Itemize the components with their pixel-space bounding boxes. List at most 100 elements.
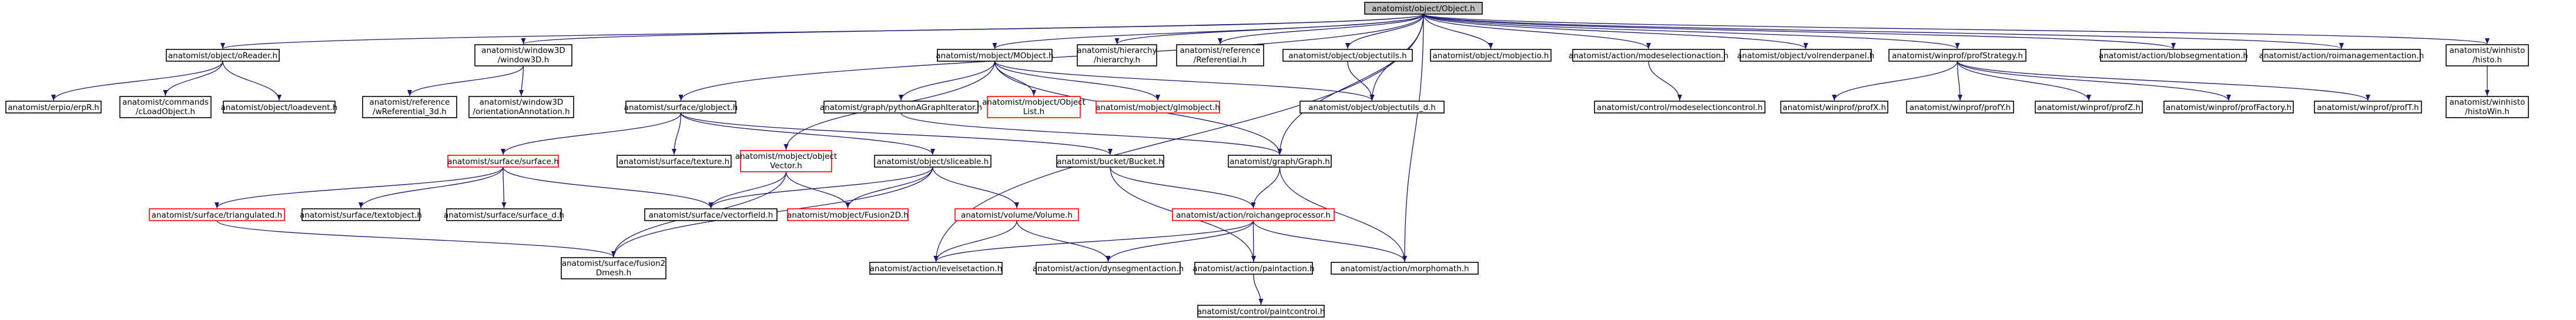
edge-profStrategy-to-profY (1957, 61, 1962, 101)
node-label-profT-0: anatomist/winprof/profT.h (2317, 103, 2419, 112)
node-modeselctl[interactable]: anatomist/control/modeselectioncontrol.h (1594, 101, 1766, 114)
node-profStrategy[interactable]: anatomist/winprof/profStrategy.h (1888, 49, 2026, 62)
node-winhisto[interactable]: anatomist/winhisto/histo.h (2446, 44, 2529, 66)
node-objectutilsd[interactable]: anatomist/object/objectutils_d.h (1299, 101, 1445, 114)
edge-graphIter-to-graphG (900, 112, 1282, 155)
node-mobjectio[interactable]: anatomist/object/mobjectio.h (1430, 49, 1552, 62)
node-surfaced[interactable]: anatomist/surface/surface_d.h (444, 208, 564, 221)
node-erpio[interactable]: anatomist/erpio/erpR.h (5, 101, 102, 114)
node-refRef[interactable]: anatomist/reference/Referential.h (1176, 44, 1264, 66)
node-label-surfaced-0: anatomist/surface/surface_d.h (444, 211, 564, 220)
node-label-refRef-0: anatomist/reference (1180, 46, 1261, 55)
node-profZ[interactable]: anatomist/winprof/profZ.h (2035, 101, 2143, 114)
node-label-graphIter-0: anatomist/graph/pythonAGraphIterator.h (820, 103, 982, 112)
node-label-wRef3d-1: /wReferential_3d.h (373, 107, 447, 116)
node-box-glObject (625, 101, 736, 114)
edge-oReader-to-loadevent (222, 61, 282, 101)
node-graphIter[interactable]: anatomist/graph/pythonAGraphIterator.h (820, 101, 982, 114)
node-dynseg[interactable]: anatomist/action/dynsegmentaction.h (1033, 262, 1184, 275)
node-glObject[interactable]: anatomist/surface/globject.h (624, 101, 738, 114)
node-vectorfield[interactable]: anatomist/surface/vectorfield.h (644, 208, 778, 221)
edge-root-to-hierarchy (1114, 14, 1424, 45)
node-box-roichange (1172, 208, 1335, 221)
node-profY[interactable]: anatomist/winprof/profY.h (1906, 101, 2014, 114)
edge-root-to-volrender (1423, 14, 1808, 49)
node-label-vectorfield-0: anatomist/surface/vectorfield.h (649, 211, 773, 220)
node-profT[interactable]: anatomist/winprof/profT.h (2314, 101, 2422, 114)
node-label-profY-0: anatomist/winprof/profY.h (1910, 103, 2011, 112)
edge-profStrategy-to-profZ (1957, 61, 2091, 101)
node-oReader[interactable]: anatomist/object/oReader.h (166, 49, 280, 62)
node-label-win3d-0: anatomist/window3D (481, 46, 565, 55)
node-box-objectutils (1282, 49, 1413, 62)
node-box-roimgmt (2262, 49, 2421, 62)
edge-objVector-to-vectorfield (708, 171, 787, 209)
node-roimgmt[interactable]: anatomist/action/roimanagementaction.h (2259, 49, 2424, 62)
node-paint[interactable]: anatomist/action/paintaction.h (1192, 262, 1315, 275)
node-box-fusion2dmesh (561, 257, 666, 279)
edge-oReader-to-erpio (51, 61, 223, 101)
node-label-fusion2dmesh-0: anatomist/surface/fusion2 (562, 259, 665, 268)
node-roichange[interactable]: anatomist/action/roichangeprocessor.h (1172, 208, 1335, 221)
node-label-hierarchy-1: /hierarchy.h (1094, 55, 1140, 65)
node-label-objectutilsd-0: anatomist/object/objectutils_d.h (1308, 103, 1436, 112)
node-box-volrender (1740, 49, 1872, 62)
node-fusion2D[interactable]: anatomist/mobject/Fusion2D.h (787, 208, 909, 221)
node-volume[interactable]: anatomist/volume/Volume.h (954, 208, 1079, 221)
node-volrender[interactable]: anatomist/object/volrenderpanel.h (1737, 49, 1874, 62)
node-label-dynseg-0: anatomist/action/dynsegmentaction.h (1033, 264, 1184, 274)
node-textobject[interactable]: anatomist/surface/textobject.h (300, 208, 422, 221)
node-label-modeselctl-0: anatomist/control/modeselectioncontrol.h (1597, 103, 1763, 112)
node-box-winhisto (2446, 44, 2529, 66)
node-paintctl[interactable]: anatomist/control/paintcontrol.h (1197, 305, 1325, 318)
node-texture[interactable]: anatomist/surface/texture.h (617, 155, 732, 168)
node-profX[interactable]: anatomist/winprof/profX.h (1780, 101, 1888, 114)
file-nodes: anatomist/object/Object.h anatomist/objec… (5, 2, 2529, 318)
node-objectutils[interactable]: anatomist/object/objectutils.h (1282, 49, 1413, 62)
edge-profStrategy-to-profFactory (1957, 61, 2231, 101)
node-surface[interactable]: anatomist/surface/surface.h (447, 155, 559, 168)
node-loadevent[interactable]: anatomist/object/loadevent.h (221, 101, 338, 114)
node-hierarchy[interactable]: anatomist/hierarchy/hierarchy.h (1077, 44, 1157, 66)
node-triangulated[interactable]: anatomist/surface/triangulated.h (149, 208, 285, 221)
node-mobject[interactable]: anatomist/mobject/MObject.h (936, 49, 1054, 62)
node-box-surfaced (446, 208, 562, 221)
node-label-orientAnn-0: anatomist/window3D (480, 98, 564, 107)
node-root: anatomist/object/Object.h (1364, 2, 1483, 15)
edge-roichange-to-levelset (933, 220, 1254, 262)
node-box-glmobject (1096, 101, 1220, 114)
edge-glObject-to-sliceable (680, 112, 935, 155)
node-sliceable[interactable]: anatomist/object/sliceable.h (874, 155, 991, 168)
node-label-winhisto-1: /histo.h (2473, 55, 2502, 65)
node-modesel[interactable]: anatomist/action/modeselectionaction.h (1569, 49, 1729, 62)
node-blobseg[interactable]: anatomist/action/blobsegmentation.h (2099, 49, 2248, 62)
node-levelset[interactable]: anatomist/action/levelsetaction.h (869, 262, 1003, 275)
node-label-win3d-1: /window3D.h (498, 55, 550, 65)
node-profFactory[interactable]: anatomist/winprof/profFactory.h (2163, 101, 2294, 114)
node-box-histoWin (2446, 96, 2529, 118)
node-bucket[interactable]: anatomist/bucket/Bucket.h (1056, 155, 1164, 168)
node-box-loadevent (223, 101, 336, 114)
node-label-orientAnn-1: /orientationAnnotation.h (473, 107, 570, 116)
node-label-erpio-0: anatomist/erpio/erpR.h (8, 103, 99, 112)
edge-win3d-to-wRef3d (407, 65, 524, 96)
node-label-roimgmt-0: anatomist/action/roimanagementaction.h (2259, 51, 2424, 61)
node-graphG[interactable]: anatomist/graph/Graph.h (1228, 155, 1332, 168)
node-histoWin[interactable]: anatomist/winhisto/histoWin.h (2446, 96, 2529, 118)
node-wRef3d[interactable]: anatomist/reference/wReferential_3d.h (362, 96, 457, 118)
edge-root-to-win3d (521, 14, 1424, 45)
node-glmobject[interactable]: anatomist/mobject/glmobject.h (1096, 101, 1220, 114)
node-cmdLoad[interactable]: anatomist/commands/cLoadObject.h (119, 96, 212, 118)
edge-glObject-to-surface (501, 112, 682, 155)
node-label-roichange-0: anatomist/action/roichangeprocessor.h (1176, 211, 1331, 220)
node-orientAnn[interactable]: anatomist/window3D/orientationAnnotation… (468, 96, 574, 118)
node-label-fusion2D-0: anatomist/mobject/Fusion2D.h (787, 211, 909, 220)
node-morpho[interactable]: anatomist/action/morphomath.h (1331, 262, 1479, 275)
node-box-objList (987, 96, 1081, 118)
node-win3d[interactable]: anatomist/window3D/window3D.h (474, 44, 572, 66)
edge-graphG-to-roichange (1251, 166, 1281, 209)
